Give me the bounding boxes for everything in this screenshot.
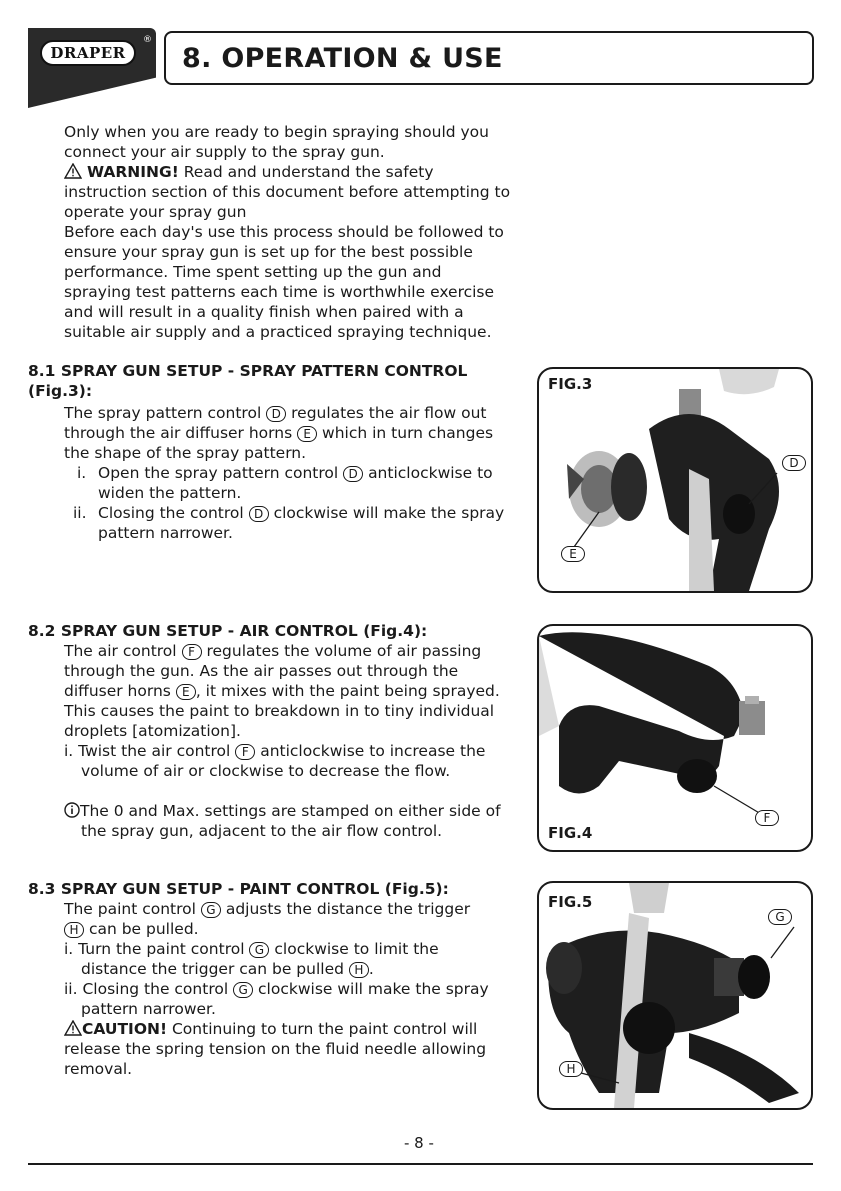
callout-d: D [248,506,269,522]
callout-h: H [559,1061,583,1077]
warning-label: WARNING! [86,163,179,181]
info-icon [64,802,80,818]
s83-item-ii: ii. Closing the control G clockwise will… [64,980,489,998]
warning-icon [63,162,83,179]
s83-line-1: The paint control G adjusts the distance… [64,900,471,918]
callout-g: G [200,902,221,918]
registered-mark: ® [143,35,152,45]
spray-gun-photo-fig4 [539,632,765,815]
intro-body-line: performance. Time spent setting up the g… [64,263,442,281]
s83-item-i: i. Turn the paint control G clockwise to… [64,940,439,958]
callout-e: E [561,546,585,562]
s82-line-1: The air control F regulates the volume o… [64,642,482,660]
callout-g: G [249,942,270,958]
warning-line-2: instruction section of this document bef… [64,183,511,201]
figure-3: FIG.3 D E [537,367,813,593]
s82-item-i: i. Twist the air control F anticlockwise… [64,742,486,760]
s81-item-ii-cont: pattern narrower. [98,524,233,542]
callout-e: E [175,684,196,700]
intro-body-line: ensure your spray gun is set up for the … [64,243,473,261]
caution-label: CAUTION! [82,1020,168,1038]
intro-body-line: Before each day's use this process shoul… [64,223,504,241]
callout-h: H [348,962,369,978]
s82-line-4: This causes the paint to breakdown in to… [64,702,495,720]
s81-line-3: the shape of the spray pattern. [64,444,307,462]
intro-body-line: suitable air supply and a practiced spra… [64,323,492,341]
s81-item-i-cont: widen the pattern. [98,484,242,502]
section-title-box: 8. OPERATION & USE [164,31,814,85]
s82-note-cont: the spray gun, adjacent to the air flow … [81,822,443,840]
draper-logo: DRAPER [40,40,136,66]
intro-body-line: and will result in a quality finish when… [64,303,464,321]
callout-f: F [235,744,256,760]
s83-caution: CAUTION! Continuing to turn the paint co… [63,1019,477,1039]
callout-h: H [64,922,84,938]
s82-line-3: diffuser horns E, it mixes with the pain… [64,682,500,700]
figure-4: FIG.4 F [537,624,813,852]
figure-5-label: FIG.5 [548,893,593,911]
caution-icon [63,1019,83,1036]
intro-line-2: connect your air supply to the spray gun… [64,143,385,161]
figure-3-label: FIG.3 [548,375,593,393]
s82-line-2: through the gun. As the air passes out t… [64,662,459,680]
callout-f: F [181,644,202,660]
section-8-3-heading: 8.3 SPRAY GUN SETUP - PAINT CONTROL (Fig… [28,880,449,898]
s83-item-ii-cont: pattern narrower. [81,1000,216,1018]
figure-4-label: FIG.4 [548,824,593,842]
s82-note: The 0 and Max. settings are stamped on e… [64,801,501,821]
callout-f: F [755,810,779,826]
figure-5: FIG.5 G H [537,881,813,1110]
section-8-1-heading-cont: (Fig.3): [28,382,93,400]
s81-item-i-num: i. [77,464,87,482]
s82-line-5: droplets [atomization]. [64,722,241,740]
warning-line-3: operate your spray gun [64,203,247,221]
section-8-1-heading: 8.1 SPRAY GUN SETUP - SPRAY PATTERN CONT… [28,362,468,380]
callout-d: D [343,466,364,482]
callout-g: G [233,982,254,998]
s81-line-1: The spray pattern control D regulates th… [64,404,487,422]
spray-gun-photo-fig3 [567,369,779,591]
callout-d: D [266,406,287,422]
s83-item-i-cont: distance the trigger can be pulled H. [81,960,374,978]
callout-e: E [297,426,318,442]
s82-item-i-cont: volume of air or clockwise to decrease t… [81,762,451,780]
warning-line: WARNING! Read and understand the safety [63,162,434,182]
s81-item-i: Open the spray pattern control D anticlo… [98,464,493,482]
s83-line-2: H can be pulled. [64,919,199,939]
intro-line-1: Only when you are ready to begin sprayin… [64,123,489,141]
s81-item-ii: Closing the control D clockwise will mak… [98,504,505,522]
section-8-2-heading: 8.2 SPRAY GUN SETUP - AIR CONTROL (Fig.4… [28,622,428,640]
callout-g: G [768,909,792,925]
s81-item-ii-num: ii. [73,504,87,522]
s83-caution-cont: release the spring tension on the fluid … [64,1040,487,1058]
page-number: - 8 - [404,1134,434,1152]
page-title: 8. OPERATION & USE [182,42,503,74]
footer-rule [28,1163,813,1165]
callout-d: D [782,455,806,471]
s81-line-2: through the air diffuser horns E which i… [64,424,494,442]
spray-gun-photo-fig5 [546,883,799,1108]
intro-body-line: spraying test patterns each time is wort… [64,283,495,301]
s83-caution-cont: removal. [64,1060,133,1078]
